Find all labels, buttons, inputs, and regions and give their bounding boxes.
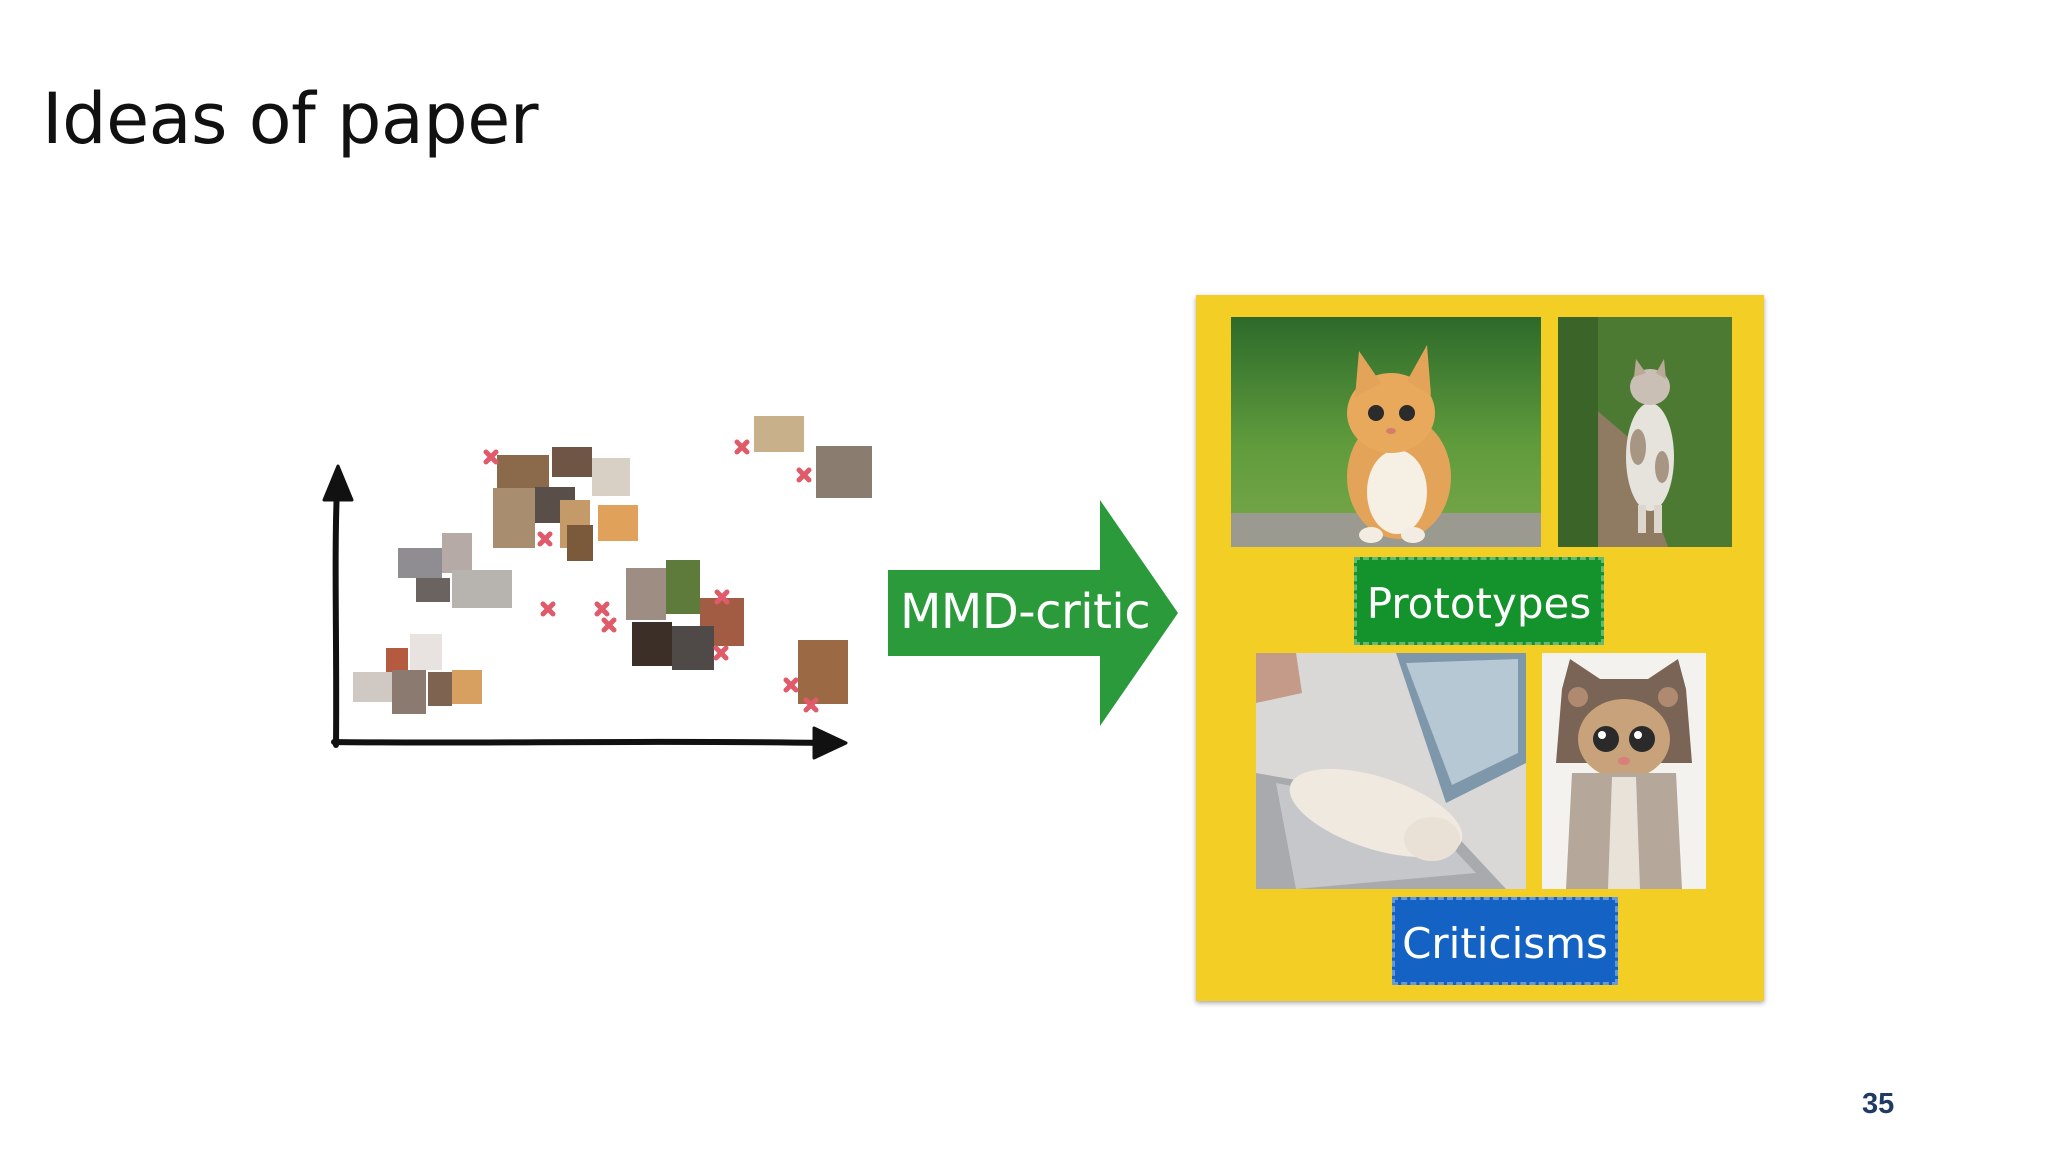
cat-thumbnail [598,505,638,541]
cat-thumbnail [552,447,592,477]
thumbnail-outliers [754,416,872,704]
cat-thumbnail [452,570,512,608]
cat-thumbnail [666,560,700,614]
selected-examples-panel: Prototypes Criticisms [1196,295,1764,1001]
thumbnail-cluster-top [398,447,638,608]
mmd-critic-arrow [888,500,1178,726]
cat-thumbnail [592,458,630,496]
cat-thumbnail [410,634,442,670]
cat-thumbnail [386,648,408,674]
cat-thumbnail [442,533,472,573]
thumbnail-cluster-bottom-left [353,634,482,714]
standing-tabby-image [1558,317,1732,547]
prototype-photo-orange-kitten [1231,317,1541,547]
cat-thumbnail [672,626,714,670]
orange-kitten-image [1231,317,1541,547]
prototype-markers [483,439,819,713]
cat-on-laptop-image [1256,653,1526,889]
cat-thumbnail [632,622,672,666]
thumbnail-cluster-middle [626,560,744,670]
cat-thumbnail [428,672,452,706]
criticism-photo-costumed-kitten [1542,653,1706,889]
criticism-photo-cat-on-laptop [1256,653,1526,889]
cat-thumbnail [493,488,535,548]
cat-thumbnail [754,416,804,452]
cat-thumbnail [452,670,482,704]
costumed-kitten-image [1542,653,1706,889]
cat-thumbnail [798,640,848,704]
cat-thumbnail [398,548,442,578]
prototype-photo-standing-tabby [1558,317,1732,547]
cat-thumbnail [626,568,666,620]
prototypes-label: Prototypes [1354,557,1604,645]
cat-thumbnail [416,578,450,602]
x-axis [331,726,848,760]
mmd-critic-label: MMD-critic [900,584,1151,640]
slide-title: Ideas of paper [42,78,539,160]
cat-thumbnail [567,525,593,561]
cat-thumbnail [353,672,393,702]
cat-thumbnail [392,670,426,714]
cat-thumbnail [816,446,872,498]
y-axis [322,464,354,748]
page-number: 35 [1862,1088,1895,1120]
criticisms-label: Criticisms [1392,897,1618,985]
